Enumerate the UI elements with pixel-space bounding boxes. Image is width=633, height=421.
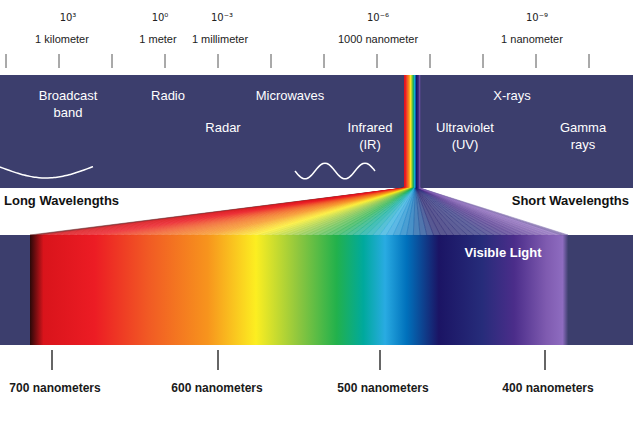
band-label: Broadcast band (26, 87, 110, 121)
band-label: Microwaves (256, 87, 325, 104)
nanometer-tick (379, 350, 381, 370)
fan-slice (366, 188, 414, 235)
fan-slice (393, 188, 415, 235)
infrared-wave (295, 163, 375, 179)
scale-exponent: 10⁰ (152, 11, 169, 25)
scale-tick (112, 54, 113, 68)
scale-label: 1000 nanometer (338, 32, 418, 46)
strip-slice (414, 75, 415, 188)
band-label: Infrared (IR) (335, 119, 405, 153)
band-label: Gamma rays (552, 119, 614, 153)
strip-slice (405, 75, 406, 188)
scale-tick (536, 54, 537, 68)
fan-slice (386, 188, 414, 235)
fan-slice (380, 188, 415, 235)
scale-tick (483, 54, 484, 68)
band-label: Visible Light (464, 244, 541, 261)
scale-exponent: 10⁻⁹ (526, 11, 548, 25)
scale-exponent: 10⁻⁶ (367, 11, 389, 25)
strip-slice (416, 75, 417, 188)
band-label: Radio (151, 87, 185, 104)
strip-slice (406, 75, 407, 188)
wavelength-label: 500 nanometers (337, 381, 428, 395)
scale-tick (324, 54, 325, 68)
strip-slice (407, 75, 408, 188)
scale-tick (218, 54, 219, 68)
long-wave (0, 167, 93, 178)
strip-slice (404, 75, 405, 188)
scale-tick (271, 54, 272, 68)
wavelength-label: 400 nanometers (502, 381, 593, 395)
scale-label: 1 meter (139, 32, 176, 46)
band-label: Ultraviolet (UV) (424, 119, 506, 153)
strip-slice (417, 75, 418, 188)
strip-slice (408, 75, 409, 188)
strip-slice (409, 75, 410, 188)
fan-slice (400, 188, 415, 235)
scale-label: 1 kilometer (35, 32, 89, 46)
scale-exponent: 10³ (60, 11, 77, 25)
scale-tick (377, 54, 378, 68)
band-label: Radar (205, 119, 240, 136)
scale-tick (59, 54, 60, 68)
strip-slice (419, 75, 420, 188)
bottom-band-ground (0, 235, 633, 345)
band-label: X-rays (493, 87, 531, 104)
strip-slice (415, 75, 416, 188)
strip-slice (412, 75, 413, 188)
nanometer-tick (217, 350, 219, 370)
rainbow-strip (404, 75, 420, 188)
strip-slice (411, 75, 412, 188)
scale-exponent: 10⁻³ (211, 11, 233, 25)
strip-slice (418, 75, 419, 188)
nanometer-ticks (52, 350, 545, 370)
scale-tick (165, 54, 166, 68)
nanometer-tick (51, 350, 53, 370)
spectrum-band: Broadcast band Radio MicrowavesRadar Infrar… (0, 75, 633, 188)
scale-label: 1 nanometer (501, 32, 563, 46)
strip-slice (410, 75, 411, 188)
scale-ticks (6, 54, 589, 68)
top-band-ground (0, 75, 633, 188)
visible-spectrum (30, 235, 568, 345)
nanometer-tick (544, 350, 546, 370)
wavelength-label: 700 nanometers (9, 381, 100, 395)
fan-slice (373, 188, 414, 235)
direction-label: Long Wavelengths (4, 194, 119, 208)
strip-slice (413, 75, 414, 188)
scale-tick (430, 54, 431, 68)
direction-label: Short Wavelengths (512, 194, 629, 208)
visible-band: Visible Light (0, 235, 633, 345)
scale-label: 1 millimeter (192, 32, 248, 46)
wavelength-label: 600 nanometers (171, 381, 262, 395)
scale-tick (6, 54, 7, 68)
scale-tick (589, 54, 590, 68)
